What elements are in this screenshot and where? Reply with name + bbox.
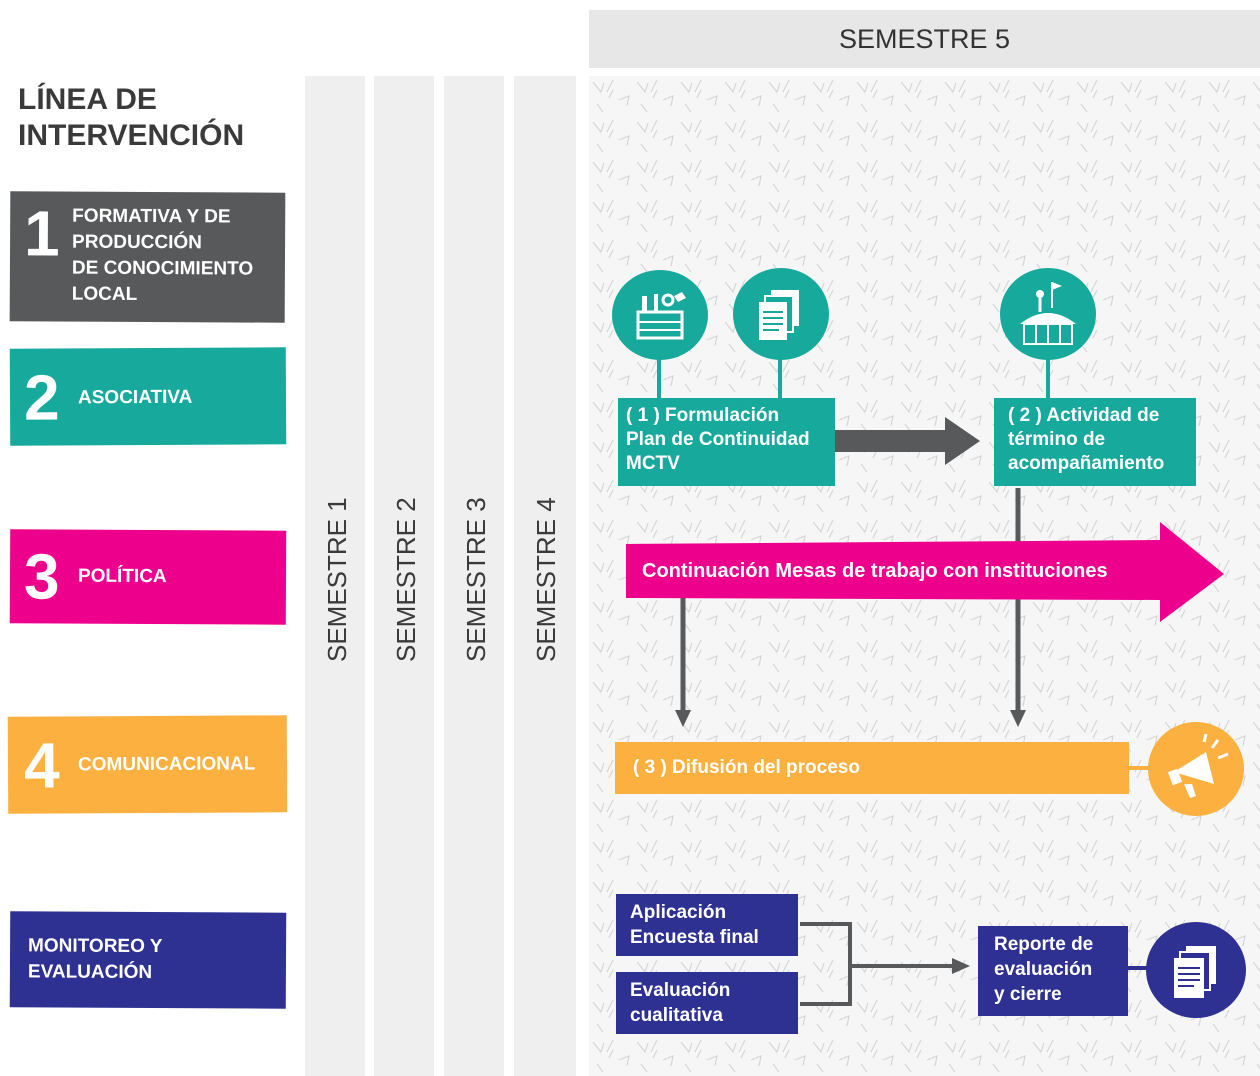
documents-icon — [733, 268, 829, 360]
toolbox-icon — [612, 270, 708, 360]
semester-5-header: SEMESTRE 5 — [589, 10, 1260, 68]
activity-cualitativa: Evaluación cualitativa — [616, 972, 798, 1034]
activity-formulacion: ( 1 ) Formulación Plan de Continuidad MC… — [618, 398, 835, 486]
activity-encuesta: Aplicación Encuesta final — [616, 894, 798, 956]
toolbox-glyph — [636, 292, 686, 340]
activity-encuesta-line: Aplicación — [630, 902, 727, 923]
activity-formulacion-line: ( 1 ) Formulación — [626, 405, 780, 426]
activity-reporte-line: Reporte de — [994, 934, 1094, 955]
activity-termino: ( 2 ) Actividad de término de acompañami… — [994, 398, 1196, 486]
activity-formulacion-line: MCTV — [626, 453, 680, 474]
semester-2-column — [374, 76, 434, 1076]
tent-glyph — [1020, 282, 1076, 345]
activity-mesas-label: Continuación Mesas de trabajo con instit… — [642, 560, 1108, 582]
activity-termino-line: término de — [1008, 429, 1106, 450]
mesas-arrow — [626, 522, 1224, 622]
megaphone-icon — [1148, 722, 1244, 816]
activity-reporte-line: evaluación — [994, 959, 1093, 980]
report-icon — [1146, 922, 1246, 1018]
activity-difusion-label: ( 3 ) Difusión del proceso — [633, 757, 860, 778]
activity-difusion: ( 3 ) Difusión del proceso — [615, 742, 1129, 794]
heading-line-2: INTERVENCIÓN — [18, 119, 245, 152]
activity-reporte: Reporte de evaluación y cierre — [978, 926, 1128, 1016]
semester-1-column — [305, 76, 365, 1076]
activity-termino-line: acompañamiento — [1008, 453, 1165, 474]
activity-formulacion-line: Plan de Continuidad — [626, 429, 810, 450]
activity-encuesta-line: Encuesta final — [630, 927, 759, 948]
tent-icon — [1000, 268, 1096, 360]
semester-4-column — [514, 76, 576, 1076]
megaphone-glyph — [1167, 733, 1229, 798]
documents-glyph — [759, 290, 799, 340]
activity-cualitativa-line: cualitativa — [630, 1005, 723, 1026]
report-glyph — [1174, 946, 1216, 998]
semester-3-column — [444, 76, 504, 1076]
heading-line-1: LÍNEA DE — [18, 83, 157, 116]
activity-reporte-line: y cierre — [994, 984, 1062, 1005]
section-heading: LÍNEA DE INTERVENCIÓN — [18, 82, 244, 154]
activity-termino-line: ( 2 ) Actividad de — [1008, 405, 1160, 426]
activity-cualitativa-line: Evaluación — [630, 980, 731, 1001]
